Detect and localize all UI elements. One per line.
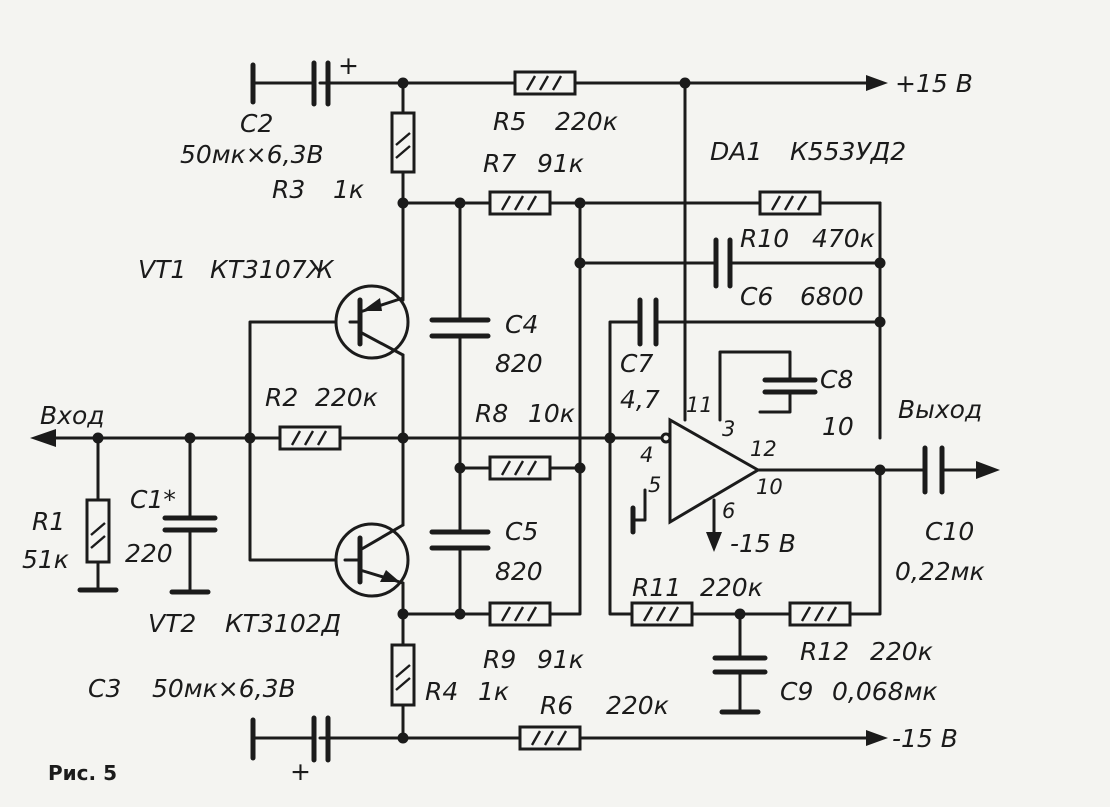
r10-ref: R10 — [740, 224, 789, 253]
pin-5: 5 — [648, 473, 661, 497]
input-label: Вход — [40, 401, 105, 430]
c4-value: 820 — [495, 349, 543, 378]
resistor-r1 — [85, 498, 111, 564]
r12-value: 220к — [870, 637, 933, 666]
resistor-r4 — [390, 643, 416, 707]
r1-ref: R1 — [32, 507, 65, 536]
r10-value: 470к — [812, 224, 875, 253]
polarity-plus-c3: + — [290, 757, 311, 786]
c10-ref: C10 — [925, 517, 974, 546]
capacitor-c3 — [250, 715, 331, 763]
resistor-r12 — [788, 601, 852, 627]
r12-ref: R12 — [800, 637, 849, 666]
resistor-r6 — [518, 725, 582, 751]
pin-3: 3 — [722, 417, 735, 441]
c8-value: 10 — [822, 412, 854, 441]
r7-ref: R7 — [483, 149, 516, 178]
capacitor-c9 — [712, 655, 768, 715]
c1-ref: C1* — [130, 485, 176, 514]
r8-ref: R8 — [475, 399, 508, 428]
capacitor-c7 — [637, 297, 659, 347]
junctions — [92, 77, 886, 744]
pin-6: 6 — [722, 499, 735, 523]
arrows — [30, 75, 1000, 746]
c2-ref: C2 — [240, 109, 273, 138]
c4-ref: C4 — [505, 310, 538, 339]
opamp-da1 — [660, 417, 761, 525]
rail-pos-label: +15 В — [895, 69, 973, 98]
r6-ref: R6 — [540, 691, 573, 720]
transistor-vt2 — [334, 522, 410, 598]
r7-value: 91к — [537, 149, 584, 178]
r1-value: 51к — [22, 545, 69, 574]
c10-value: 0,22мк — [895, 557, 985, 586]
c9-value: 0,068мк — [832, 677, 938, 706]
c8-ref: C8 — [820, 365, 853, 394]
pin-10: 10 — [756, 475, 783, 499]
c7-value: 4,7 — [620, 385, 660, 414]
c5-value: 820 — [495, 557, 543, 586]
capacitor-c4 — [429, 317, 491, 339]
r4-ref: R4 — [425, 677, 458, 706]
capacitor-c6 — [713, 237, 733, 289]
c9-ref: C9 — [780, 677, 813, 706]
output-label: Выход — [898, 395, 982, 424]
r2-ref: R2 — [265, 383, 298, 412]
capacitor-c5 — [429, 529, 491, 551]
r3-value: 1к — [333, 175, 364, 204]
resistor-r5 — [513, 70, 577, 96]
capacitor-c8 — [762, 377, 818, 395]
capacitor-c10 — [922, 445, 945, 495]
r2-value: 220к — [315, 383, 378, 412]
resistor-r11 — [630, 601, 694, 627]
da1-ref: DA1 — [710, 137, 762, 166]
c2-value: 50мк×6,3В — [180, 140, 324, 169]
r5-value: 220к — [555, 107, 618, 136]
transistor-vt1 — [334, 284, 410, 360]
resistor-r2 — [278, 425, 342, 451]
c6-ref: C6 — [740, 282, 773, 311]
resistor-r8 — [488, 455, 552, 481]
opamp-supply-label: -15 В — [730, 529, 796, 558]
vt2-part: КТ3102Д — [225, 609, 341, 638]
resistor-r3 — [390, 111, 416, 174]
resistor-r10 — [758, 190, 822, 216]
c1-value: 220 — [125, 539, 173, 568]
resistor-r9 — [488, 601, 552, 627]
capacitor-c2 — [250, 60, 342, 107]
vt2-ref: VT2 — [148, 609, 196, 638]
da1-part: К553УД2 — [790, 137, 906, 166]
r8-value: 10к — [528, 399, 575, 428]
rail-neg-label: -15 В — [892, 724, 958, 753]
capacitor-c1 — [162, 515, 218, 595]
r4-value: 1к — [478, 677, 509, 706]
r11-ref: R11 — [632, 573, 681, 602]
r9-ref: R9 — [483, 645, 516, 674]
wiring — [53, 81, 992, 740]
r11-value: 220к — [700, 573, 763, 602]
vt1-ref: VT1 — [138, 255, 186, 284]
pin-12: 12 — [750, 437, 777, 461]
pin-11: 11 — [686, 393, 713, 417]
c5-ref: C5 — [505, 517, 538, 546]
r3-ref: R3 — [272, 175, 305, 204]
c3-ref: C3 — [88, 674, 121, 703]
r6-value: 220к — [606, 691, 669, 720]
vt1-part: КТ3107Ж — [210, 255, 335, 284]
figure-label: Рис. 5 — [48, 761, 117, 785]
c6-value: 6800 — [800, 282, 864, 311]
polarity-plus-c2: + — [338, 51, 359, 80]
r9-value: 91к — [537, 645, 584, 674]
pin-4: 4 — [640, 443, 653, 467]
resistor-r7 — [488, 190, 552, 216]
c7-ref: C7 — [620, 349, 653, 378]
r5-ref: R5 — [493, 107, 526, 136]
c3-value: 50мк×6,3В — [152, 674, 296, 703]
labels: +15 В -15 В + + C2 50мк×6,3В R3 1к R5 22… — [22, 51, 985, 786]
